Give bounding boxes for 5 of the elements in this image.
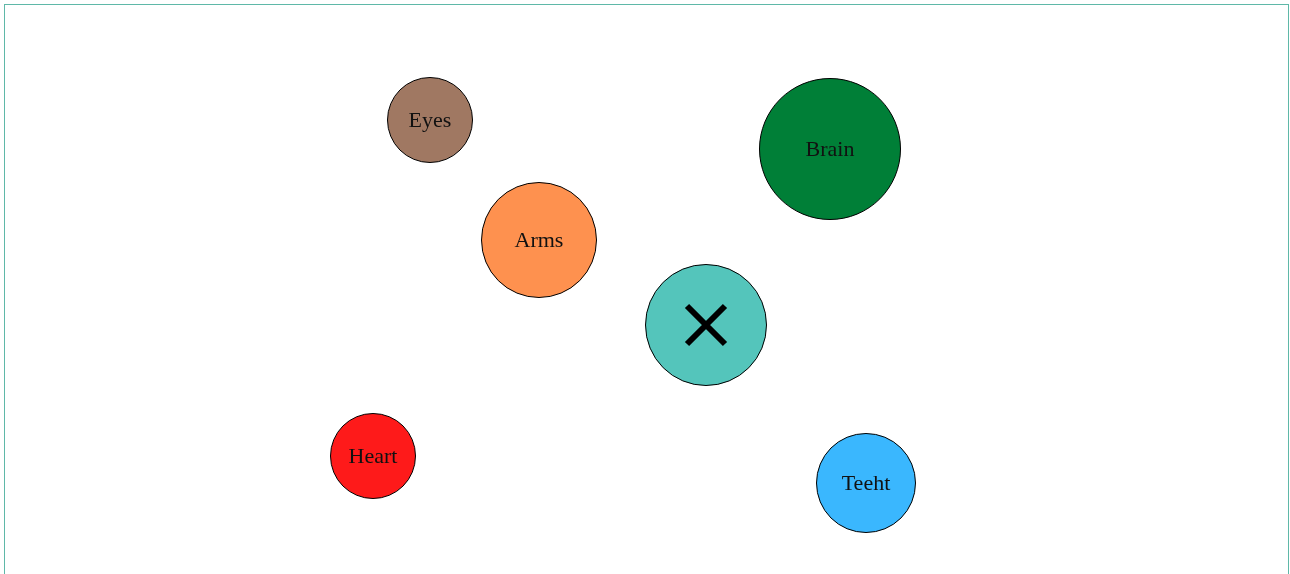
node-label: Eyes [408, 107, 452, 133]
node-label: Teeht [841, 470, 891, 496]
node-label: Heart [348, 443, 398, 469]
node-label: Brain [805, 136, 855, 162]
node-label: Arms [514, 227, 564, 253]
